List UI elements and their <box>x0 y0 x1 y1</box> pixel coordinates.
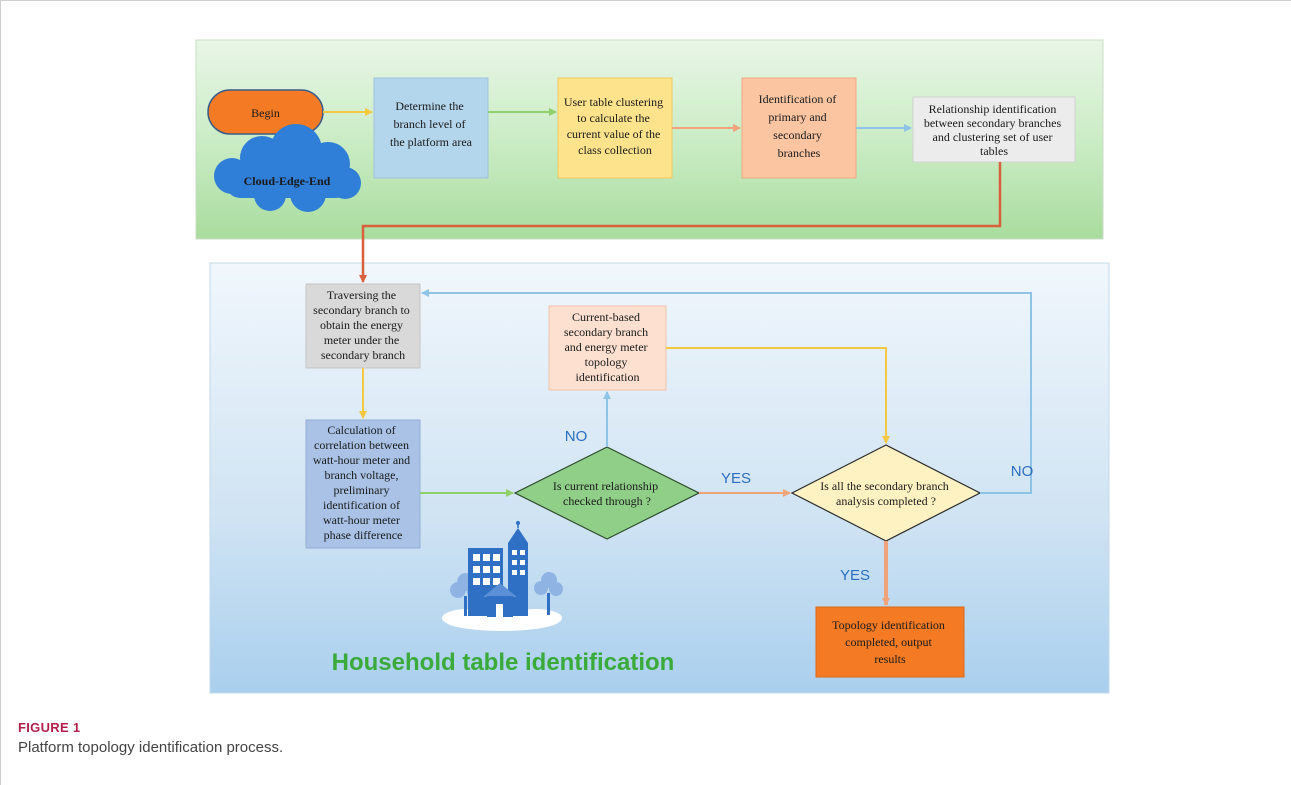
calculation-correlation-text: Calculation of correlation between watt-… <box>313 423 413 542</box>
cloud-edge-end-label: Cloud-Edge-End <box>244 174 331 188</box>
label-yes-1: YES <box>721 470 751 487</box>
current-based-identification-text: Current-based secondary branch and energ… <box>564 310 651 384</box>
traverse-secondary-branch-text: Traversing the secondary branch to obtai… <box>313 288 413 362</box>
step-determine-branch-level <box>373 77 489 179</box>
step-primary-secondary-identification-text: Identification of primary and secondary … <box>759 92 840 160</box>
step-user-table-clustering-text: User table clustering to calculate the c… <box>564 95 666 157</box>
step-determine-branch-level-text: Determine the branch level of the platfo… <box>390 99 473 149</box>
label-yes-2: YES <box>840 567 870 584</box>
city-buildings-icon <box>442 521 563 631</box>
figure-label: FIGURE 1 <box>18 720 81 735</box>
arrow-step4-to-traverse <box>359 162 1002 283</box>
figure-caption: FIGURE 1 Platform topology identificatio… <box>18 720 283 756</box>
decision-current-relationship <box>513 446 701 540</box>
household-section-title: Household table identification <box>332 649 675 676</box>
cloud-icon <box>214 124 361 212</box>
begin-label: Begin <box>251 106 280 120</box>
step-relationship-identification <box>912 96 1076 163</box>
traverse-secondary-branch-box <box>305 283 421 369</box>
frame-top-border <box>0 0 1291 1</box>
topology-result-text: Topology identification completed, outpu… <box>832 618 948 666</box>
label-no-2: NO <box>1011 463 1034 480</box>
arrow-decision2-no-loop <box>421 289 1032 494</box>
topology-result-box <box>815 606 965 678</box>
step-user-table-clustering <box>557 77 673 179</box>
label-no-1: NO <box>565 428 588 445</box>
decision-all-branches-completed-text: Is all the secondary branch analysis com… <box>820 479 952 508</box>
calculation-correlation-box <box>305 419 421 549</box>
frame-left-border <box>0 0 1 785</box>
decision-current-relationship-text: Is current relationship checked through … <box>553 479 661 508</box>
current-based-identification-box <box>548 305 667 391</box>
arrow-current-based-to-decision2 <box>666 347 890 444</box>
figure-caption-text: Platform topology identification process… <box>18 739 284 756</box>
step-relationship-identification-text: Relationship identification between seco… <box>924 102 1064 158</box>
step-primary-secondary-identification <box>741 77 857 179</box>
